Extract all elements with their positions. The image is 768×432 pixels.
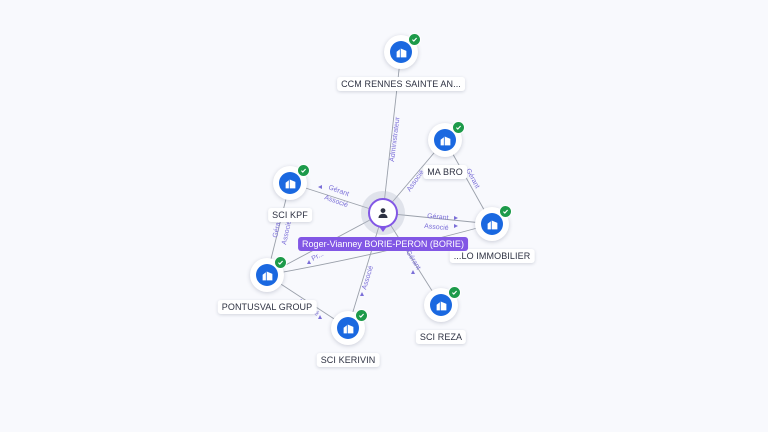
node-circle	[331, 309, 368, 345]
person-label: Roger-Vianney BORIE-PERON (BORIE)	[298, 237, 468, 251]
arrow-immo	[454, 216, 458, 220]
node-label: CCM RENNES SAINTE AN...	[337, 77, 465, 91]
edge-label-scikpf-pontusval-associe: Associé	[281, 220, 293, 246]
building-icon	[434, 129, 456, 151]
building-icon	[430, 294, 452, 316]
building-icon	[337, 317, 359, 339]
node-label: SCI KPF	[268, 208, 312, 222]
edge-immo	[382, 212, 493, 225]
edge-label-immo-associe: Associé	[424, 223, 449, 232]
edge-pontusval-immo	[266, 223, 493, 276]
building-icon	[256, 264, 278, 286]
building-icon	[390, 41, 412, 63]
verified-check-icon	[448, 286, 461, 299]
arrow-scikerivin	[360, 292, 364, 296]
verified-check-icon	[408, 33, 421, 46]
verified-check-icon	[297, 164, 310, 177]
node-label: ...LO IMMOBILIER	[449, 249, 535, 263]
verified-check-icon	[499, 205, 512, 218]
node-label: SCI REZA	[415, 330, 467, 344]
arrow-scireza	[411, 270, 415, 274]
arrow-scikpf	[318, 185, 322, 189]
person-icon	[368, 198, 398, 228]
building-icon	[279, 172, 301, 194]
arrow-immo-2	[454, 224, 458, 228]
edge-label-immo-gerant: Gérant	[427, 213, 449, 222]
node-circle	[250, 256, 287, 292]
edge-label-ccm: Administrateur	[389, 116, 402, 162]
node-circle	[424, 286, 461, 322]
node-circle	[273, 164, 310, 200]
arrow-pontusval-kerivin	[318, 315, 322, 319]
verified-check-icon	[274, 256, 287, 269]
node-label: MA BRO	[423, 165, 467, 179]
edge-label-scikpf-pontusval-gerant: Gérant	[272, 216, 283, 238]
edge-label-scireza: Gérant	[404, 249, 421, 271]
node-circle	[384, 33, 421, 69]
edge-label-pontusval: Pr...	[311, 251, 325, 263]
node-circle	[428, 121, 465, 157]
node-label: SCI KERIVIN	[316, 353, 380, 367]
building-icon	[481, 213, 503, 235]
edge-scikerivin	[347, 212, 384, 329]
arrow-pontusval	[307, 260, 311, 264]
node-label: PONTUSVAL GROUP	[217, 300, 317, 314]
node-circle	[475, 205, 512, 241]
verified-check-icon	[452, 121, 465, 134]
verified-check-icon	[355, 309, 368, 322]
person-pointer	[378, 225, 388, 232]
